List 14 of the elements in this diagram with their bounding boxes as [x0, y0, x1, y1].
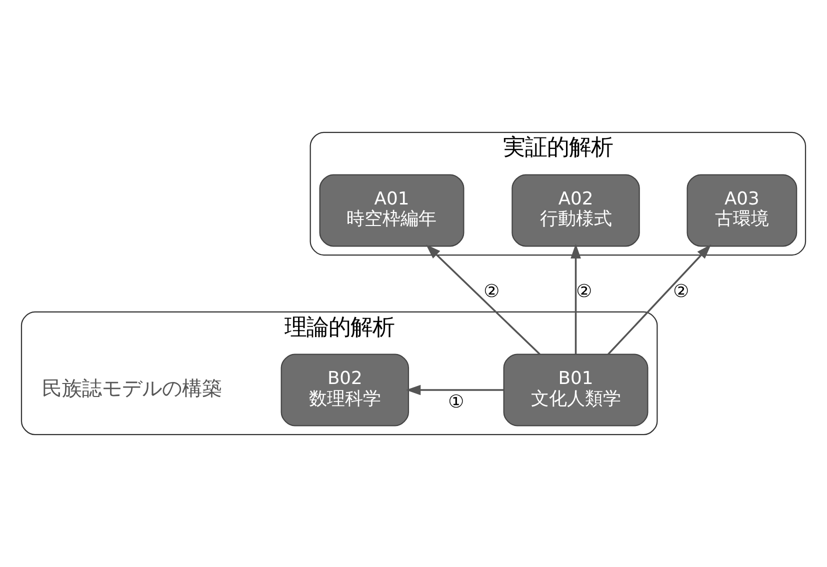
- node-box: A03 古環境: [686, 174, 798, 247]
- arrow: [406, 384, 504, 396]
- edge-label: ①: [448, 392, 464, 413]
- node-box: B02 数理科学: [280, 354, 410, 426]
- arrow: [570, 244, 581, 354]
- label: 民族誌モデルの構築: [42, 376, 222, 400]
- arrow: [426, 244, 540, 355]
- node-box: A02 行動様式: [512, 174, 640, 247]
- edge-label: ②: [576, 281, 592, 302]
- edge-label: ②: [673, 281, 690, 302]
- arrow: [608, 244, 712, 355]
- edge-label: ②: [484, 281, 500, 302]
- node-box: A01 時空枠編年: [319, 174, 464, 247]
- node-box: B01 文化人類学: [503, 354, 648, 426]
